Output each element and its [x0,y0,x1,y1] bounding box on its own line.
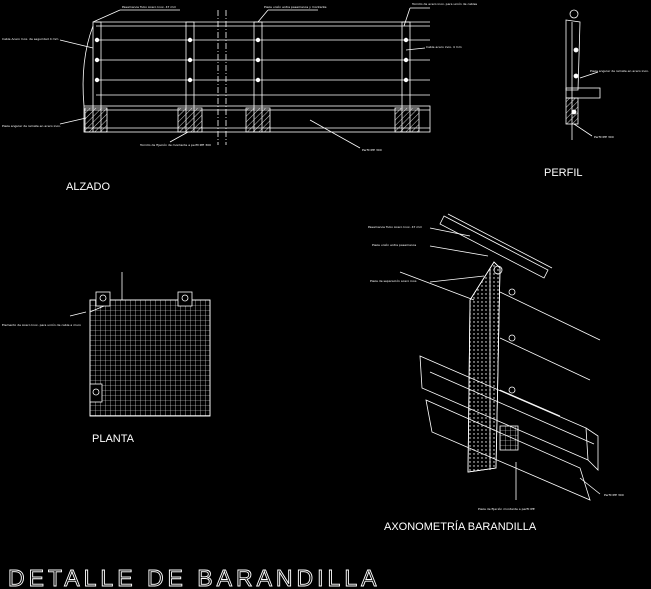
axo-note-separator: Pieza de separación acero inox. [370,279,417,283]
main-title: DETALLE DE BARANDILLA [8,565,380,589]
alzado-note-cable-right: Cable acero inox. 4 mm [426,45,462,49]
alzado-note-handrail: Pasamanos Tubo Acero Inox. 47 mm [122,5,176,9]
planta-note-element: Elemento de Acero Inox. para unión de ca… [2,323,81,327]
alzado-note-cable: Cable Acero Inox. de seguridad 4 mm [2,37,59,41]
alzado-note-angle: Pieza angular de remate en acero inox. [2,124,61,128]
axonometria-title: AXONOMETRÍA BARANDILLA [384,520,537,533]
alzado-note-fixing: Tornillo de fijación de montante a perfi… [139,143,211,147]
alzado-note-ipe: Perfil IPE 300 [362,148,382,152]
axo-note-fixing: Pieza de fijación montante a perfil IPE [478,507,535,511]
axo-note-handrail: Pasamanos Tubo Acero Inox. 47 mm [368,225,422,229]
axo-note-ipe: Perfil IPE 300 [604,493,624,497]
planta-plan [69,272,211,417]
perfil-note-angle: Pieza angular de remate en acero inox. [590,69,649,73]
alzado-note-screw: Tornillo de acero inox. para unión de ca… [411,2,478,6]
planta-title: PLANTA [92,433,135,445]
perfil-profile [565,9,601,140]
perfil-title: PERFIL [544,167,583,179]
axonometria-view [399,213,601,501]
alzado-elevation [59,7,431,149]
perfil-note-ipe: Perfil IPE 300 [594,135,614,139]
axo-note-union: Pieza unión entre pasamanos [372,243,417,247]
alzado-title: ALZADO [66,181,110,193]
alzado-note-union: Pieza unión entre pasamanos y montante [264,5,327,9]
